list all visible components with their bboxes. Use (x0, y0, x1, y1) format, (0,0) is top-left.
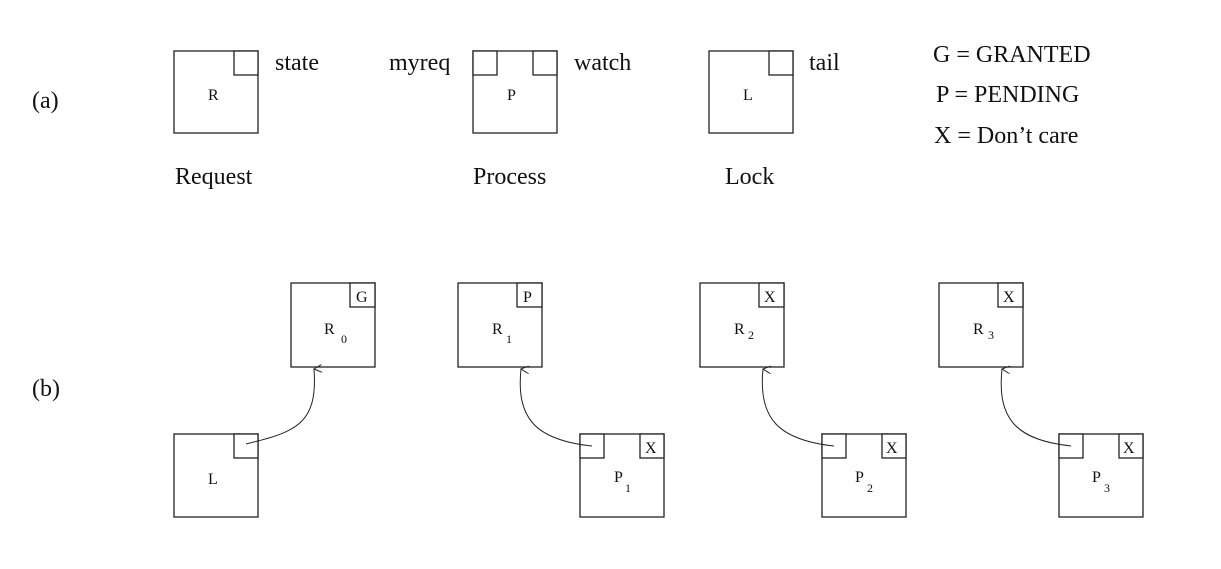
lock-structure: L tail Lock (708, 50, 840, 190)
process-myreq-label: myreq (389, 50, 450, 76)
request-node-3: X R 3 (938, 282, 1024, 368)
legend-dont-care: X = Don’t care (934, 123, 1078, 149)
process-node-letter: P (1092, 469, 1101, 486)
request-state-label: state (275, 50, 319, 76)
request-node-state: X (1003, 289, 1015, 306)
process-node-2: X P 2 (821, 433, 907, 518)
request-node-subscript: 0 (341, 332, 347, 346)
process-node-watch-field (881, 433, 907, 459)
request-node-state-field (516, 282, 543, 308)
process-node-watch: X (645, 440, 657, 457)
request-node-subscript: 3 (988, 328, 994, 342)
request-state-field (233, 50, 259, 76)
request-node-0: G R 0 (290, 282, 376, 368)
request-box-letter: R (208, 87, 219, 104)
process-node-subscript: 3 (1104, 481, 1110, 495)
request-node-subscript: 1 (506, 332, 512, 346)
part-a-label: (a) (32, 88, 59, 114)
process-watch-field (532, 50, 558, 76)
process-caption: Process (473, 164, 546, 190)
process-node-letter: P (614, 469, 623, 486)
process-node-subscript: 2 (867, 481, 873, 495)
request-node-2: X R 2 (699, 282, 785, 368)
request-node-letter: R (324, 321, 335, 338)
state-legend: G = GRANTED P = PENDING X = Don’t care (933, 42, 1091, 149)
process-box-letter: P (507, 87, 516, 104)
process-structure: P myreq watch Process (389, 50, 631, 190)
process-myreq-field (472, 50, 498, 76)
pointer-lock-tail-to-r0 (245, 369, 314, 445)
lock-caption: Lock (725, 164, 774, 190)
request-node-state: X (764, 289, 776, 306)
process-node-watch-field (639, 433, 665, 459)
pointer-p1-myreq-to-r1 (519, 369, 593, 447)
pointer-p2-myreq-to-r2 (761, 369, 835, 447)
lock-tail-label: tail (809, 50, 840, 76)
lock-node-tail-field (233, 433, 259, 459)
lock-box-letter: L (743, 87, 753, 104)
part-b-label: (b) (32, 376, 60, 402)
process-node-letter: P (855, 469, 864, 486)
lock-node-letter: L (208, 471, 218, 488)
request-node-state-field (758, 282, 785, 308)
lock-tail-field (768, 50, 794, 76)
process-watch-label: watch (574, 50, 631, 76)
request-node-state-field (349, 282, 376, 308)
request-caption: Request (175, 164, 253, 190)
process-node-3: X P 3 (1058, 433, 1144, 518)
request-node-1: P R 1 (457, 282, 543, 368)
request-node-letter: R (492, 321, 503, 338)
process-node-watch: X (886, 440, 898, 457)
process-node-watch: X (1123, 440, 1135, 457)
process-node-myreq-field (579, 433, 605, 459)
request-structure: R state Request (173, 50, 319, 190)
process-node-1: X P 1 (579, 433, 665, 518)
request-node-state: G (356, 289, 368, 306)
process-node-subscript: 1 (625, 481, 631, 495)
request-node-letter: R (973, 321, 984, 338)
request-node-state-field (997, 282, 1024, 308)
request-node-letter: R (734, 321, 745, 338)
request-node-subscript: 2 (748, 328, 754, 342)
lock-node: L (173, 433, 259, 518)
request-node-state: P (523, 289, 532, 306)
pointer-p3-myreq-to-r3 (1000, 369, 1072, 447)
process-node-watch-field (1118, 433, 1144, 459)
legend-pending: P = PENDING (936, 82, 1079, 108)
legend-granted: G = GRANTED (933, 42, 1091, 68)
